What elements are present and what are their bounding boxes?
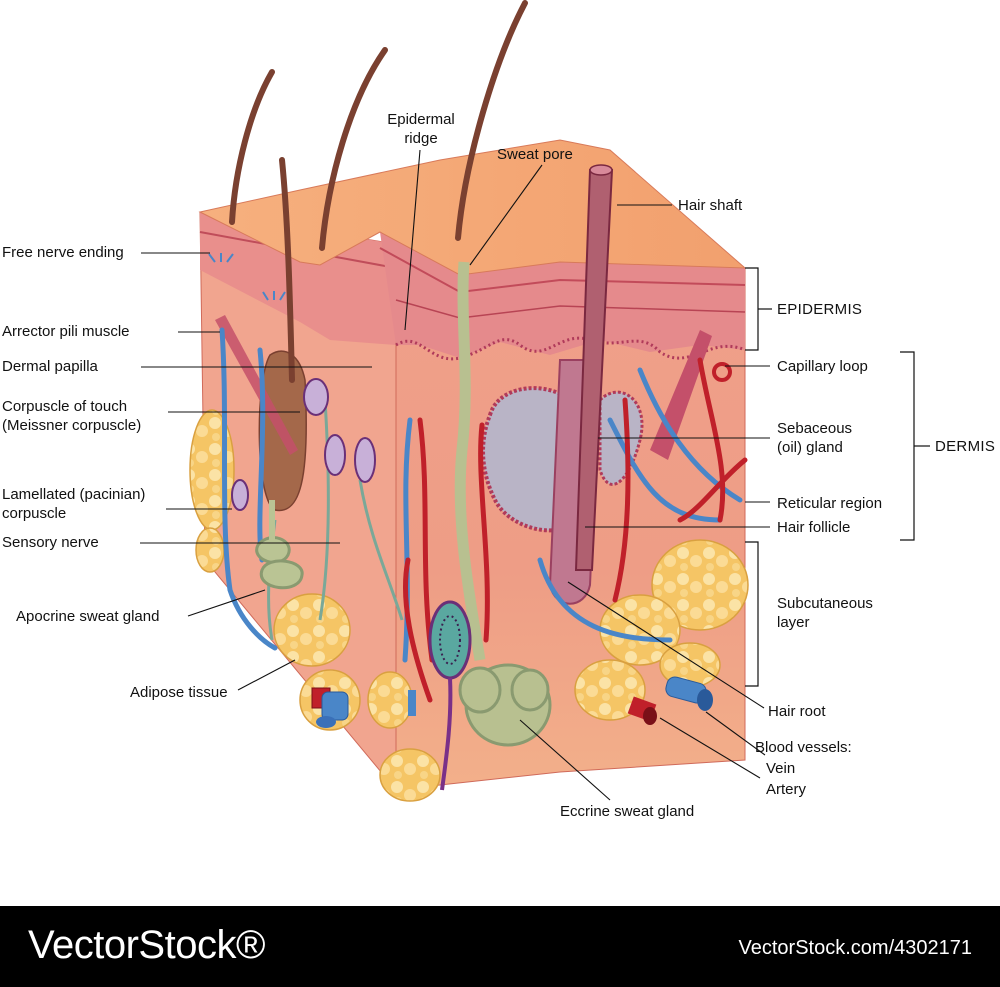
label-subcutaneous: Subcutaneous — [777, 595, 873, 612]
label-lamellated-2: corpuscle — [2, 505, 67, 522]
label-eccrine: Eccrine sweat gland — [560, 803, 695, 820]
label-apocrine: Apocrine sweat gland — [16, 608, 160, 625]
label-arrector-pili: Arrector pili muscle — [2, 323, 130, 340]
label-epidermis: EPIDERMIS — [777, 301, 863, 318]
label-sensory-nerve: Sensory nerve — [2, 534, 99, 551]
label-sebaceous: Sebaceous — [777, 420, 853, 437]
label-vein: Vein — [766, 760, 796, 777]
label-capillary-loop: Capillary loop — [777, 358, 868, 375]
eccrine-duct — [454, 261, 486, 661]
hairs — [229, 0, 528, 383]
dermal-papillae — [395, 336, 746, 361]
label-sebaceous-2: (oil) gland — [777, 439, 843, 456]
leader-lines — [140, 149, 770, 801]
label-meissner: (Meissner corpuscle) — [2, 417, 142, 434]
pacinian-corpuscle-front — [428, 600, 472, 680]
label-sweat-pore: Sweat pore — [497, 146, 573, 163]
eccrine-gland — [458, 663, 552, 747]
free-nerve-endings — [208, 253, 286, 301]
adipose-right — [574, 539, 749, 721]
label-free-nerve-ending: Free nerve ending — [2, 244, 124, 261]
label-reticular: Reticular region — [777, 495, 883, 512]
label-corpuscle-touch: Corpuscle of touch — [2, 398, 128, 415]
front-epidermis — [380, 232, 745, 358]
skin-cross-section-illustration — [140, 0, 930, 802]
label-hair-root: Hair root — [768, 703, 826, 720]
label-adipose: Adipose tissue — [130, 684, 228, 701]
vessel-ends — [311, 676, 713, 728]
pacinian-corpuscle-left — [231, 479, 249, 511]
label-epidermal-ridge-2: ridge — [404, 130, 438, 147]
brackets — [745, 267, 930, 687]
watermark-logo: VectorStock® — [28, 923, 265, 967]
watermark-bar: VectorStock® VectorStock.com/4302171 — [0, 906, 1000, 987]
watermark-id: VectorStock.com/4302171 — [738, 937, 972, 959]
label-hair-shaft: Hair shaft — [678, 197, 743, 214]
adipose-left — [189, 409, 441, 802]
label-lamellated: Lamellated (pacinian) — [2, 486, 146, 503]
label-subcutaneous-2: layer — [777, 614, 810, 631]
label-dermal-papilla: Dermal papilla — [2, 358, 98, 375]
label-hair-follicle: Hair follicle — [777, 519, 851, 536]
label-blood-vessels: Blood vessels: — [755, 739, 852, 756]
label-epidermal-ridge: Epidermal — [387, 111, 455, 128]
meissner-corpuscles — [303, 378, 376, 483]
label-dermis: DERMIS — [935, 438, 996, 455]
arteries — [402, 357, 748, 703]
label-artery: Artery — [766, 781, 807, 798]
